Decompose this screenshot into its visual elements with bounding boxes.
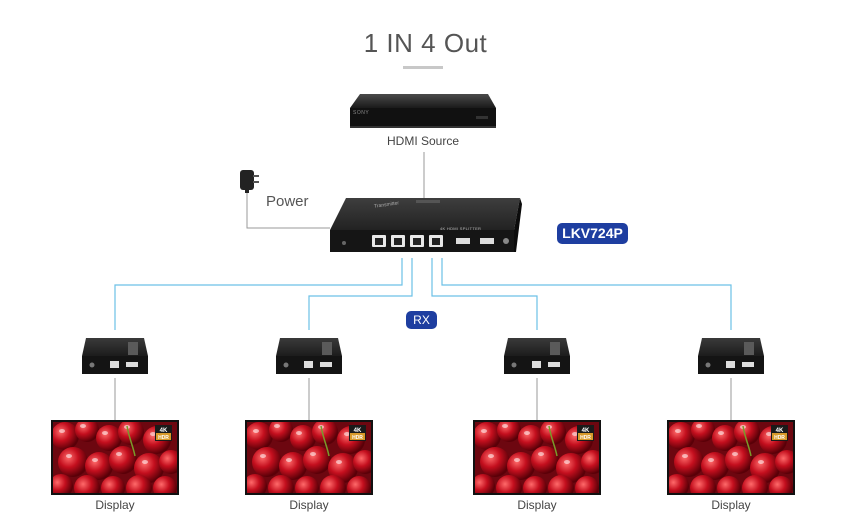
- display-label: Display: [711, 498, 751, 512]
- display-screen-2: 4K HDR: [245, 420, 373, 495]
- receiver-device-4: [696, 336, 766, 383]
- transmitter-device: [330, 198, 522, 252]
- display-label: Display: [517, 498, 557, 512]
- display-badge-top: 4K: [160, 428, 168, 434]
- rx-badge: RX: [406, 311, 437, 329]
- display-badge-bottom: HDR: [580, 435, 591, 441]
- source-brand: SONY: [353, 110, 370, 116]
- display-badge-top: 4K: [776, 428, 784, 434]
- cat-cable-1: [114, 258, 403, 330]
- display-screen-4: 4K HDR: [667, 420, 795, 495]
- display-badge-top: 4K: [354, 428, 362, 434]
- receiver-device-3: [502, 336, 572, 383]
- cat-cable-4: [441, 258, 732, 330]
- hdmi-source-label: HDMI Source: [386, 134, 460, 148]
- display-badge-bottom: HDR: [158, 435, 169, 441]
- cat-cable-2: [308, 258, 413, 330]
- display-badge-top: 4K: [582, 428, 590, 434]
- transmitter-faceplate: 4K HDMI SPLITTER: [440, 226, 482, 231]
- power-cable: [246, 192, 330, 229]
- display-label: Display: [95, 498, 135, 512]
- display-screen-1: 4K HDR: [51, 420, 179, 495]
- cat-cable-3: [431, 258, 538, 330]
- display-label: Display: [289, 498, 329, 512]
- page-title: 1 IN 4 Out: [363, 28, 488, 58]
- display-screen-3: 4K HDR: [473, 420, 601, 495]
- power-adapter-icon: [240, 170, 259, 193]
- title-underline: [403, 66, 443, 69]
- hdmi-source-device: [350, 94, 496, 128]
- display-badge-bottom: HDR: [352, 435, 363, 441]
- receiver-device-2: [274, 336, 344, 383]
- display-badge-bottom: HDR: [774, 435, 785, 441]
- power-label: Power: [266, 193, 309, 210]
- model-badge: LKV724P: [557, 223, 628, 244]
- receiver-device-1: [80, 336, 150, 383]
